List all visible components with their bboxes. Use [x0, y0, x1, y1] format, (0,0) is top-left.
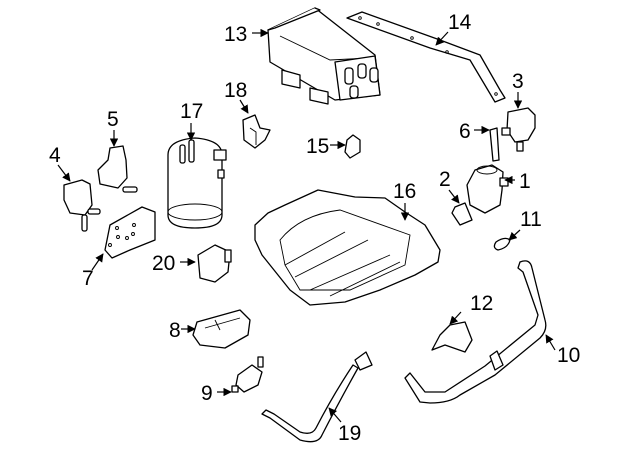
part-1-valve[interactable]	[466, 164, 509, 214]
part-8-cover[interactable]	[192, 309, 251, 349]
part-3-solenoid[interactable]	[501, 107, 536, 152]
part-9-filter[interactable]	[231, 356, 264, 393]
callout-6: 6	[459, 120, 471, 143]
part-7-bracket[interactable]	[104, 206, 156, 259]
callout-15: 15	[306, 135, 329, 158]
callout-14: 14	[448, 11, 472, 34]
part-19-sensor[interactable]	[261, 351, 373, 443]
part-14-bracket[interactable]	[346, 11, 506, 103]
leader-lines	[57, 28, 556, 423]
callout-2: 2	[439, 168, 451, 191]
callout-10: 10	[557, 344, 580, 367]
part-6-strip[interactable]	[489, 127, 500, 162]
callout-1: 1	[519, 170, 531, 193]
callout-13: 13	[224, 23, 247, 46]
part-15-clip[interactable]	[344, 134, 361, 159]
callout-4: 4	[49, 144, 61, 167]
part-20-sensor[interactable]	[197, 244, 232, 283]
part-13-canister[interactable]	[267, 7, 381, 105]
callout-8: 8	[169, 319, 181, 342]
part-10-pipe[interactable]	[404, 260, 547, 404]
part-12-clipbracket[interactable]	[431, 321, 473, 353]
callout-labels: 13 14 3 6 1 2 11 16 15 17 18 5 4 7 20 8 …	[49, 11, 580, 445]
part-16-shield[interactable]	[254, 189, 441, 306]
part-17-filter[interactable]	[167, 137, 227, 229]
part-4-solenoid[interactable]	[63, 179, 101, 232]
part-11-gasket[interactable]	[493, 237, 511, 251]
callout-20: 20	[152, 252, 175, 275]
callout-19: 19	[338, 422, 361, 445]
part-2-clamp[interactable]	[451, 202, 473, 226]
callout-17: 17	[180, 100, 203, 123]
callout-9: 9	[201, 382, 213, 405]
callout-11: 11	[520, 208, 542, 231]
callout-18: 18	[224, 79, 247, 102]
callout-7: 7	[82, 267, 94, 290]
part-18-bracket[interactable]	[242, 114, 271, 149]
callout-16: 16	[393, 180, 416, 203]
part-5-solenoid[interactable]	[97, 145, 138, 193]
callout-5: 5	[107, 108, 119, 131]
callout-3: 3	[512, 70, 524, 93]
callout-12: 12	[470, 292, 493, 315]
